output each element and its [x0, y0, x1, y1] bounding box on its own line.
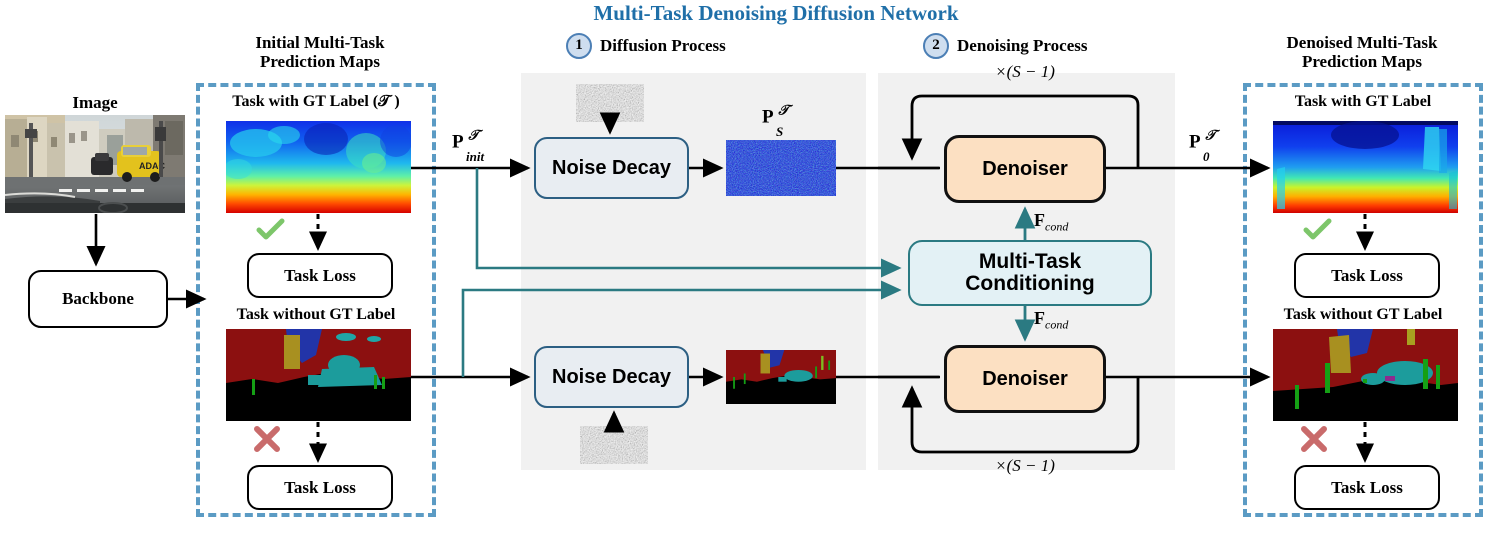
p-init-superscript: 𝒯	[468, 128, 479, 143]
initial-check-icon	[256, 218, 286, 241]
denoised-panel-heading-line1: Denoised Multi-Task	[1286, 33, 1438, 52]
image-label: Image	[72, 93, 118, 112]
denoised-task-without-gt-label: Task without GT Label	[1283, 306, 1443, 323]
stage-1-number: 1	[575, 37, 583, 54]
noise-decay-bottom-box: Noise Decay	[534, 346, 689, 408]
input-image: ADAC	[5, 115, 185, 213]
stage-2-label: Denoising Process	[957, 36, 1088, 55]
f-cond-bottom-label: Fcond	[1034, 308, 1068, 333]
initial-depth-map	[226, 121, 411, 213]
denoised-panel-heading: Denoised Multi-Task Prediction Maps	[1238, 33, 1486, 71]
noisy-depth-map	[726, 140, 836, 196]
stage-1-label: Diffusion Process	[600, 36, 726, 55]
initial-task-loss-top-box: Task Loss	[247, 253, 393, 298]
stage-2-badge: 2	[923, 33, 949, 59]
conditioning-line2: Conditioning	[965, 272, 1095, 295]
denoised-check-icon	[1303, 218, 1333, 241]
f-cond-bottom-symbol: F	[1034, 308, 1045, 328]
denoiser-bottom-label: Denoiser	[982, 367, 1068, 390]
noise-decay-top-box: Noise Decay	[534, 137, 689, 199]
f-cond-top-subscript: cond	[1045, 219, 1069, 234]
initial-task-loss-top-label: Task Loss	[284, 265, 356, 285]
noise-decay-top-label: Noise Decay	[552, 156, 671, 179]
denoised-task-with-gt-label: Task with GT Label	[1294, 93, 1432, 110]
initial-segmentation-map	[226, 329, 411, 421]
denoised-segmentation-map	[1273, 329, 1458, 421]
initial-panel-heading: Initial Multi-Task Prediction Maps	[196, 33, 444, 71]
conditioning-line1: Multi-Task	[978, 249, 1082, 273]
denoised-cross-icon	[1301, 426, 1327, 452]
denoiser-bottom-box: Denoiser	[944, 345, 1106, 413]
multi-task-conditioning-box: Multi-Task Conditioning	[908, 240, 1152, 306]
f-cond-top-symbol: F	[1034, 210, 1045, 230]
loop-top-label: ×(S − 1)	[995, 62, 1055, 81]
p-0-superscript: 𝒯	[1205, 128, 1216, 143]
p-s-symbol: P	[762, 106, 774, 128]
p-s-superscript: 𝒯	[778, 103, 789, 118]
denoiser-top-label: Denoiser	[982, 157, 1068, 180]
initial-task-with-gt-label: Task with GT Label (𝒯 )	[232, 93, 400, 110]
p-init-symbol: P	[452, 131, 464, 153]
multi-task-conditioning-label: Multi-Task Conditioning	[910, 242, 1150, 304]
noisy-segmentation-map	[726, 350, 836, 404]
f-cond-top-label: Fcond	[1034, 210, 1068, 235]
denoised-task-loss-bottom-label: Task Loss	[1331, 477, 1403, 497]
initial-task-without-gt-label: Task without GT Label	[236, 306, 396, 323]
backbone-label: Backbone	[62, 289, 134, 309]
denoised-task-loss-bottom-box: Task Loss	[1294, 465, 1440, 510]
p-0-symbol: P	[1189, 131, 1201, 153]
p-s-subscript: S	[776, 123, 784, 139]
p-init-label: P 𝒯 init	[452, 128, 484, 164]
p-init-subscript: init	[466, 148, 485, 164]
p-0-label: P 𝒯 0	[1189, 128, 1216, 164]
noise-decay-bottom-label: Noise Decay	[552, 365, 671, 388]
initial-panel-heading-line1: Initial Multi-Task	[255, 33, 385, 52]
denoised-panel-heading-line2: Prediction Maps	[1301, 52, 1423, 72]
backbone-box: Backbone	[28, 270, 168, 328]
page-title: Multi-Task Denoising Diffusion Network	[593, 1, 959, 25]
f-cond-bottom-subscript: cond	[1045, 317, 1069, 332]
p-s-label: P 𝒯 S	[762, 103, 789, 139]
initial-task-loss-bottom-box: Task Loss	[247, 465, 393, 510]
denoised-depth-map	[1273, 121, 1458, 213]
p-0-subscript: 0	[1203, 148, 1210, 164]
denoised-prediction-maps-panel	[1243, 83, 1483, 517]
stage-1-badge: 1	[566, 33, 592, 59]
loop-bottom-label: ×(S − 1)	[995, 456, 1055, 475]
initial-cross-icon	[254, 426, 280, 452]
denoiser-top-box: Denoiser	[944, 135, 1106, 203]
svg-text:ADAC: ADAC	[139, 161, 165, 171]
initial-task-loss-bottom-label: Task Loss	[284, 477, 356, 497]
denoised-task-loss-top-label: Task Loss	[1331, 265, 1403, 285]
initial-panel-heading-line2: Prediction Maps	[259, 52, 381, 72]
denoised-task-loss-top-box: Task Loss	[1294, 253, 1440, 298]
stage-2-number: 2	[932, 37, 940, 54]
